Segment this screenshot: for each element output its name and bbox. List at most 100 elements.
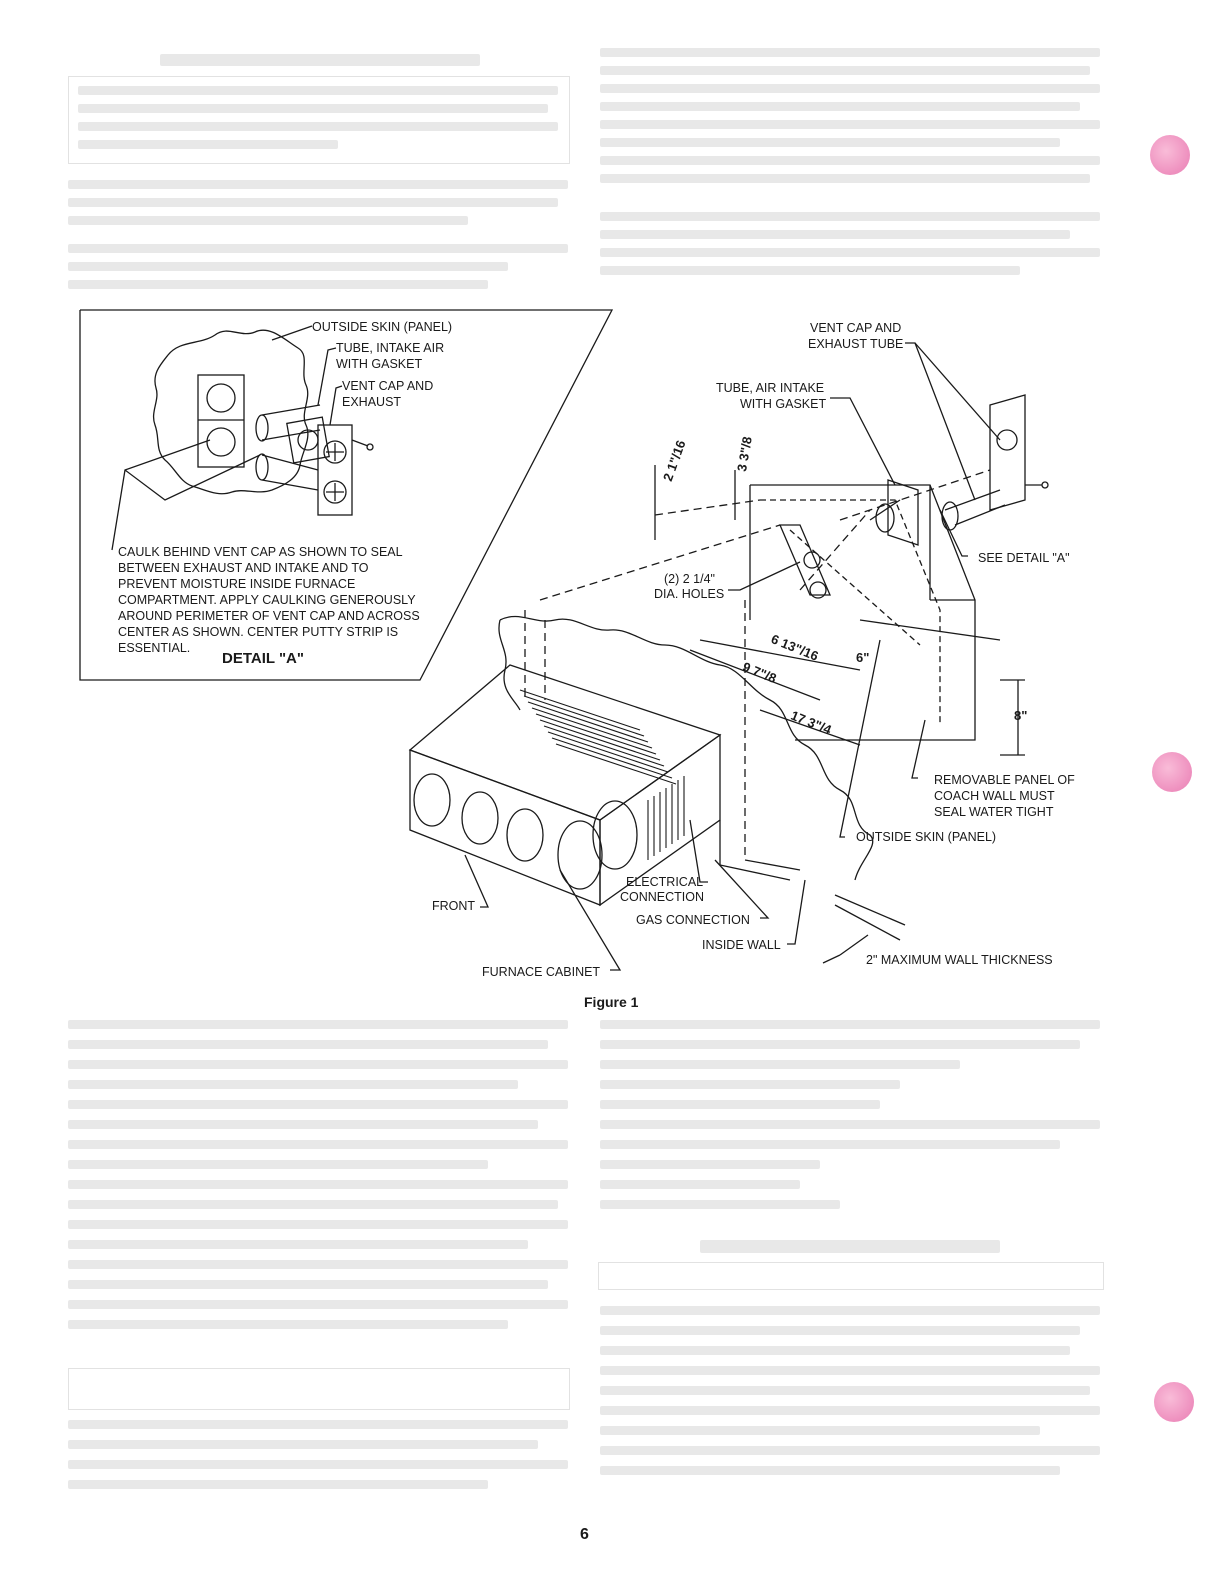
label-inside-wall: INSIDE WALL: [702, 938, 781, 952]
ghost-text-line: [68, 1040, 548, 1049]
detail-caulk-note-2: BETWEEN EXHAUST AND INTAKE AND TO: [118, 561, 369, 575]
punch-hole-top: [1150, 135, 1190, 175]
ghost-text-line: [68, 1420, 568, 1429]
ghost-text-line: [68, 1080, 518, 1089]
detail-caulk-note-7: ESSENTIAL.: [118, 641, 191, 655]
ghost-text-line: [600, 120, 1100, 129]
label-gas-connection: GAS CONNECTION: [636, 913, 750, 927]
ghost-text-line: [78, 122, 558, 131]
ghost-text-line: [68, 1020, 568, 1029]
detail-a-title: DETAIL "A": [222, 650, 305, 667]
punch-hole-bottom: [1154, 1382, 1194, 1422]
ghost-text-line: [700, 1240, 1000, 1253]
ghost-text-line: [600, 84, 1100, 93]
furnace-cabinet: [408, 664, 722, 907]
label-holes-1: (2) 2 1/4": [664, 572, 715, 586]
detail-label-tube-intake-2: WITH GASKET: [336, 357, 423, 371]
ghost-text-line: [68, 262, 508, 271]
detail-a-wall-cutout: [111, 325, 374, 551]
ghost-text-line: [600, 1120, 1100, 1129]
ghost-text-line: [68, 198, 558, 207]
ghost-text-line: [600, 48, 1100, 57]
ghost-text-line: [600, 1180, 800, 1189]
label-tube-air-1: TUBE, AIR INTAKE: [716, 381, 825, 395]
ghost-text-line: [68, 1180, 568, 1189]
figure-caption: Figure 1: [584, 994, 639, 1010]
detail-caulk-note-6: CENTER AS SHOWN. CENTER PUTTY STRIP IS: [118, 625, 399, 639]
ghost-text-line: [600, 66, 1090, 75]
detail-caulk-note-3: PREVENT MOISTURE INSIDE FURNACE: [118, 577, 356, 591]
ghost-text-line: [600, 1306, 1100, 1315]
ghost-text-line: [600, 1040, 1080, 1049]
ghost-text-line: [600, 1200, 840, 1209]
label-furnace-cabinet: FURNACE CABINET: [482, 965, 601, 979]
label-removable-2: COACH WALL MUST: [934, 789, 1055, 803]
label-electrical-2: CONNECTION: [620, 890, 705, 904]
ghost-note-box: [68, 1368, 570, 1410]
ghost-text-line: [68, 1220, 568, 1229]
ghost-text-line: [600, 1406, 1100, 1415]
ghost-text-line: [600, 1466, 1060, 1475]
label-removable-1: REMOVABLE PANEL OF: [934, 773, 1075, 787]
ghost-text-line: [68, 1280, 548, 1289]
ghost-text-line: [600, 1366, 1100, 1375]
ghost-text-line: [68, 1100, 568, 1109]
ghost-text-line: [600, 1140, 1060, 1149]
label-removable-3: SEAL WATER TIGHT: [934, 805, 1054, 819]
ghost-text-line: [68, 1060, 568, 1069]
detail-caulk-note-1: CAULK BEHIND VENT CAP AS SHOWN TO SEAL: [118, 545, 403, 559]
page-number: 6: [580, 1526, 589, 1543]
ghost-text-line: [600, 1060, 960, 1069]
ghost-text-line: [600, 248, 1100, 257]
ghost-text-line: [600, 1446, 1100, 1455]
ghost-text-line: [68, 1200, 558, 1209]
ghost-text-line: [68, 180, 568, 189]
ghost-text-line: [68, 216, 468, 225]
label-electrical-1: ELECTRICAL: [626, 875, 704, 889]
ghost-text-line: [68, 244, 568, 253]
ghost-warning-box: [68, 76, 570, 164]
ghost-text-line: [68, 1240, 528, 1249]
ghost-text-line: [68, 280, 488, 289]
detail-label-vent-cap-2: EXHAUST: [342, 395, 402, 409]
ghost-text-line: [68, 1140, 568, 1149]
punch-hole-middle: [1152, 752, 1192, 792]
main-leaders: [464, 639, 926, 971]
label-tube-air-2: WITH GASKET: [740, 397, 827, 411]
ghost-warning-box: [598, 1262, 1104, 1290]
ghost-text-line: [600, 212, 1100, 221]
detail-caulk-note-5: AROUND PERIMETER OF VENT CAP AND ACROSS: [118, 609, 420, 623]
ghost-text-line: [600, 1386, 1090, 1395]
detail-caulk-note-4: COMPARTMENT. APPLY CAULKING GENEROUSLY: [118, 593, 416, 607]
ghost-text-line: [600, 138, 1060, 147]
label-holes-2: DIA. HOLES: [654, 587, 725, 601]
ghost-text-line: [68, 1480, 488, 1489]
ghost-text-line: [68, 1260, 568, 1269]
ghost-text-line: [600, 102, 1080, 111]
label-see-detail: SEE DETAIL "A": [978, 551, 1070, 565]
ghost-text-line: [68, 1160, 488, 1169]
ghost-text-line: [600, 1326, 1080, 1335]
label-front: FRONT: [432, 899, 476, 913]
dimension-6: 6": [856, 650, 870, 665]
ghost-text-line: [600, 156, 1100, 165]
ghost-text-line: [78, 86, 558, 95]
dimension-8: 8": [1014, 708, 1028, 723]
detail-label-vent-cap-1: VENT CAP AND: [342, 379, 434, 393]
label-outside-skin: OUTSIDE SKIN (PANEL): [856, 830, 997, 844]
ghost-text-line: [600, 1160, 820, 1169]
ghost-text-line: [78, 140, 338, 149]
ghost-text-line: [78, 104, 548, 113]
detail-a-frame: [79, 309, 614, 681]
detail-label-outside-skin: OUTSIDE SKIN (PANEL): [312, 320, 453, 334]
ghost-text-line: [600, 1426, 1040, 1435]
label-vent-cap-2: EXHAUST TUBE: [808, 337, 904, 351]
ghost-text-line: [600, 266, 1020, 275]
label-vent-cap-1: VENT CAP AND: [810, 321, 902, 335]
wall-cutout-wavy: [498, 615, 906, 941]
ghost-text-line: [600, 1080, 900, 1089]
ghost-text-line: [68, 1320, 508, 1329]
ghost-text-line: [68, 1440, 538, 1449]
ghost-text-line: [160, 54, 480, 66]
